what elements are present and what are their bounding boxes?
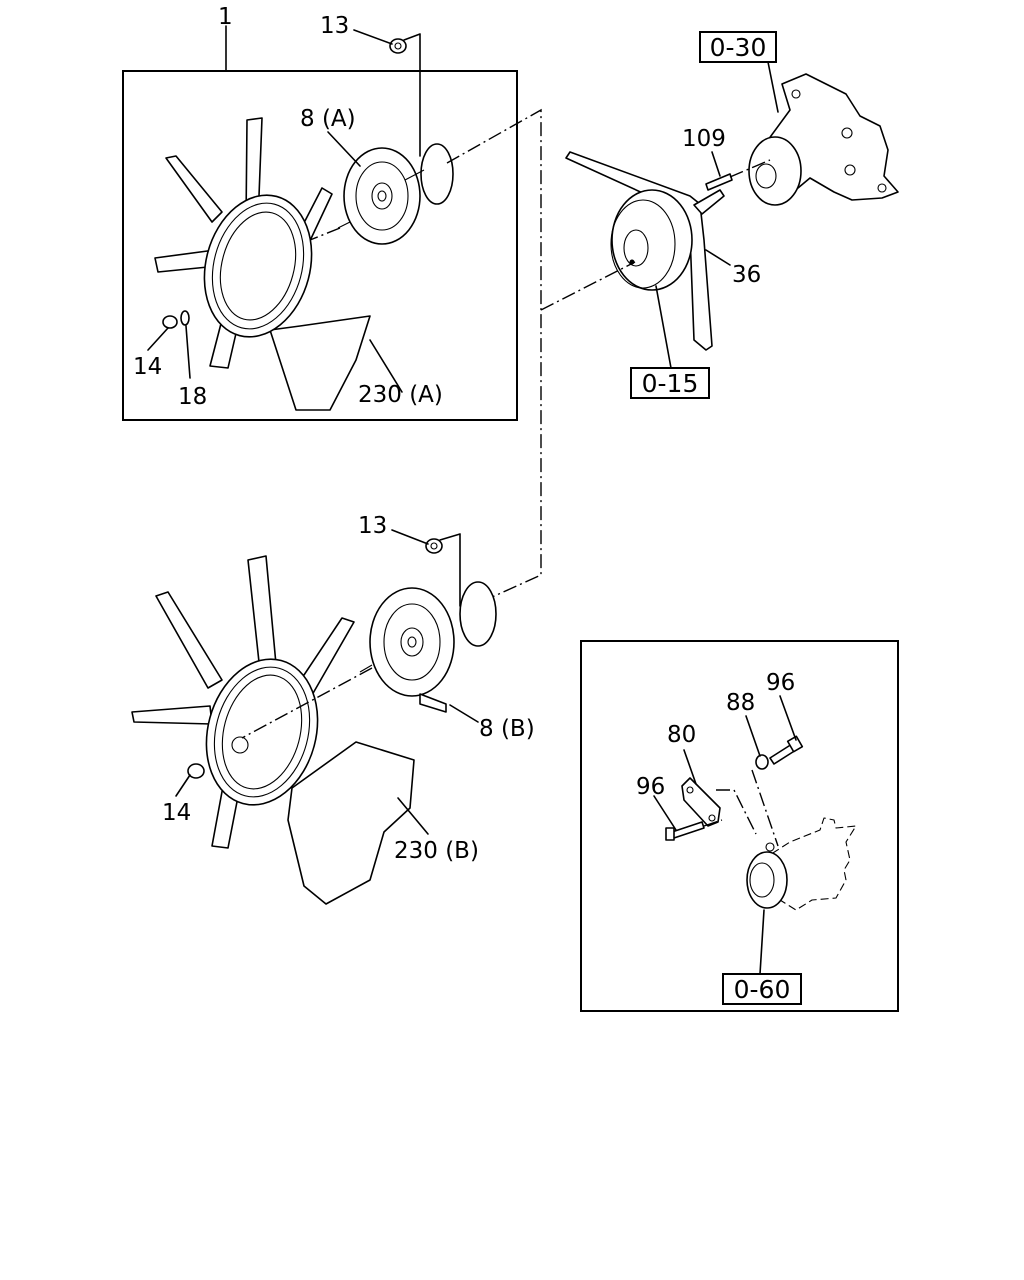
compressor	[746, 817, 857, 911]
shaft-centerline	[446, 108, 542, 599]
label-item-88: 88	[726, 690, 755, 716]
nut-14-bottom	[187, 763, 205, 779]
label-item-14-top: 14	[133, 354, 162, 380]
nut-13-top	[389, 38, 407, 54]
label-item-18: 18	[178, 384, 207, 410]
ref-0-30-label: 0-30	[710, 33, 767, 62]
water-pump	[748, 73, 899, 206]
fan-blade-a	[154, 117, 371, 411]
label-item-1: 1	[218, 4, 233, 30]
ref-0-60-box[interactable]: 0-60	[722, 973, 802, 1005]
compressor-bracket-box	[580, 640, 899, 1012]
ref-0-15-box[interactable]: 0-15	[630, 367, 710, 399]
fan-blade-b	[131, 555, 415, 905]
fan-clutch-b	[359, 581, 497, 713]
nut-14-top	[162, 315, 178, 329]
pump-centerline	[729, 159, 771, 178]
label-item-36: 36	[732, 262, 761, 288]
label-item-230a: 230 (A)	[358, 382, 443, 408]
label-item-13-top: 13	[320, 13, 349, 39]
label-item-80: 80	[667, 722, 696, 748]
ref-0-30-box[interactable]: 0-30	[699, 31, 777, 63]
label-item-8b: 8 (B)	[479, 716, 535, 742]
label-item-8a: 8 (A)	[300, 106, 356, 132]
ref-0-15-label: 0-15	[642, 369, 699, 398]
stud-109	[705, 173, 733, 191]
fan-assembly-a-box	[122, 70, 518, 421]
nut-13-bottom	[425, 538, 443, 554]
label-item-96-left: 96	[636, 774, 665, 800]
bracket-80	[681, 777, 721, 827]
pulley	[610, 189, 693, 291]
pulley-centerline	[540, 261, 636, 311]
bracket-centerlines	[703, 769, 779, 847]
washer-18	[180, 310, 190, 326]
leader-lines	[147, 25, 797, 975]
label-item-230b: 230 (B)	[394, 838, 479, 864]
label-item-96-right: 96	[766, 670, 795, 696]
fan-b-centerline	[241, 667, 373, 739]
ref-0-60-label: 0-60	[734, 975, 791, 1004]
label-item-13-bottom: 13	[358, 513, 387, 539]
fan-a-centerline	[309, 227, 341, 241]
label-item-109: 109	[682, 126, 726, 152]
bolt-96-right	[769, 735, 804, 765]
bolt-96-left	[665, 821, 705, 841]
fan-clutch-a	[337, 143, 454, 245]
label-item-14-bottom: 14	[162, 800, 191, 826]
washer-88	[755, 754, 769, 770]
